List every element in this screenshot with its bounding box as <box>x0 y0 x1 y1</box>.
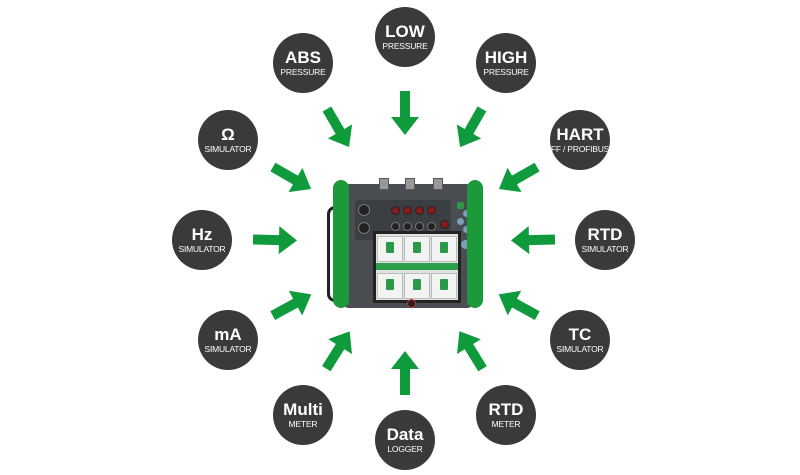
arrow-icon <box>270 290 312 320</box>
capability-subtitle: SIMULATOR <box>178 243 226 254</box>
calibrator-device-image <box>327 176 483 310</box>
capability-subtitle: SIMULATOR <box>204 143 252 154</box>
capability-subtitle: PRESSURE <box>382 40 428 51</box>
capability-title: Hz <box>191 224 213 244</box>
capability-subtitle: PRESSURE <box>280 66 326 77</box>
right-grip <box>467 180 483 308</box>
capability-title: HART <box>556 124 604 144</box>
arrow-icon <box>322 331 352 372</box>
capability-title: mA <box>214 324 242 344</box>
device-body <box>341 178 476 308</box>
capability-subtitle: METER <box>491 418 521 429</box>
capability-subtitle: FF / PROFIBUS <box>550 143 610 154</box>
capability-title: Ω <box>221 124 235 144</box>
arrow-icon <box>322 106 353 148</box>
device-screen <box>373 231 461 303</box>
left-grip <box>333 180 349 308</box>
capability-subtitle: METER <box>288 418 318 429</box>
arrow-icon <box>456 331 487 372</box>
capability-title: HIGH <box>484 47 528 67</box>
capability-title: Data <box>386 424 424 444</box>
capability-title: RTD <box>587 224 623 244</box>
arrow-icon <box>391 91 419 135</box>
arrow-icon <box>456 106 487 148</box>
capability-title: Multi <box>283 399 323 419</box>
capability-subtitle: SIMULATOR <box>581 243 629 254</box>
capability-title: RTD <box>488 399 524 419</box>
capability-subtitle: LOGGER <box>387 443 423 454</box>
arrow-icon <box>498 290 540 320</box>
capability-subtitle: SIMULATOR <box>556 343 604 354</box>
arrow-icon <box>511 226 556 255</box>
arrow-icon <box>498 162 540 193</box>
arrow-icon <box>252 226 297 255</box>
arrow-icon <box>391 351 419 395</box>
capability-title: ABS <box>285 47 321 67</box>
arrow-icon <box>270 162 312 193</box>
capability-title: TC <box>568 324 592 344</box>
capability-subtitle: SIMULATOR <box>204 343 252 354</box>
capability-subtitle: PRESSURE <box>483 66 529 77</box>
capability-title: LOW <box>385 21 425 41</box>
